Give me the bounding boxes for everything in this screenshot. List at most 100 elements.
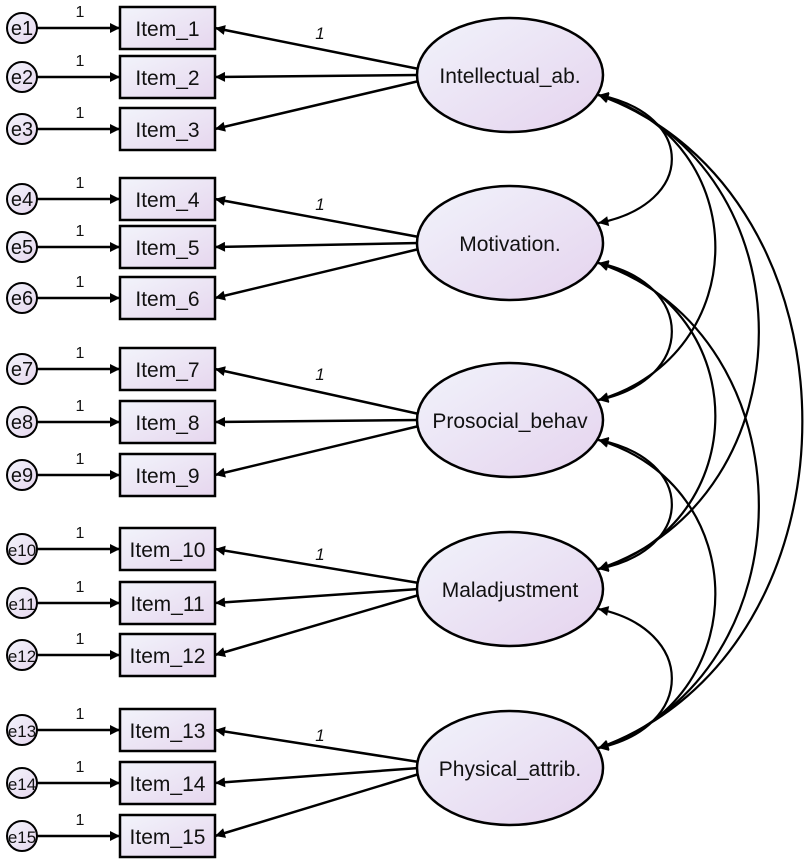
- covariance-arc: [598, 606, 673, 751]
- factor-loading-arrow: [214, 726, 420, 764]
- observed-variable-box: [118, 275, 217, 321]
- error-path-label: 1: [76, 525, 85, 542]
- error-term-label: e9: [11, 465, 33, 487]
- error-term-e11: [6, 587, 38, 619]
- error-path-label: 1: [76, 398, 85, 415]
- observed-variable-box: [118, 176, 217, 222]
- observed-variable-box: [118, 580, 217, 626]
- error-term-label: e8: [11, 412, 33, 434]
- fixed-loading-label: 1: [315, 545, 324, 564]
- covariance-arc: [598, 260, 673, 403]
- error-term-e8: [6, 406, 38, 438]
- error-path-label: 1: [76, 345, 85, 362]
- error-path-label: 1: [76, 274, 85, 291]
- observed-variable-box: [118, 760, 217, 806]
- error-path-label: 1: [76, 759, 85, 776]
- observed-variable-label: Item_1: [135, 18, 199, 41]
- error-term-e12: [6, 639, 38, 671]
- factor-loading-arrow: [214, 424, 420, 478]
- covariance-arc: [598, 93, 760, 571]
- error-term-label: e7: [11, 359, 33, 381]
- item-i11: e11 Item_11: [6, 580, 217, 626]
- observed-variable-label: Item_15: [130, 826, 206, 849]
- observed-variable-label: Item_10: [130, 539, 206, 562]
- error-term-label: e14: [8, 775, 36, 794]
- latent-factor-label: Physical_attrib.: [439, 758, 581, 781]
- factor-loading-arrow: [214, 766, 420, 788]
- observed-variable-label: Item_8: [135, 412, 199, 435]
- item-i5: e5 Item_5: [6, 224, 217, 270]
- observed-variable-box: [118, 346, 217, 392]
- latent-factor-f5: Physical_attrib.: [415, 709, 605, 827]
- item-i8: e8 Item_8: [6, 399, 217, 445]
- item-i4: e4 Item_4: [6, 176, 217, 222]
- error-term-e7: [6, 353, 38, 385]
- observed-variable-label: Item_4: [135, 189, 200, 212]
- error-path-label: 1: [76, 53, 85, 70]
- error-term-e5: [6, 231, 38, 263]
- error-path-label: 1: [76, 579, 85, 596]
- observed-variable-box: [118, 452, 217, 498]
- error-term-label: e15: [8, 828, 36, 847]
- error-term-e15: [6, 820, 38, 852]
- latent-factor-ellipse: [415, 16, 605, 134]
- observed-variable-box: [118, 5, 217, 51]
- factor-loading-arrow: [214, 366, 420, 416]
- error-term-e2: [6, 61, 38, 93]
- error-path-label: 1: [76, 175, 85, 192]
- observed-variable-box: [118, 399, 217, 445]
- latent-factor-f2: Motivation.: [415, 184, 605, 302]
- error-path-label: 1: [76, 4, 85, 21]
- item-i10: e10 Item_10: [6, 526, 217, 572]
- factor-loading-arrow: [214, 247, 420, 301]
- covariance-arc: [597, 93, 804, 750]
- error-term-label: e11: [8, 595, 35, 614]
- observed-variable-box: [118, 224, 217, 270]
- error-term-e10: [6, 533, 38, 565]
- fixed-loading-label: 1: [315, 24, 324, 43]
- covariance-arc: [598, 438, 717, 750]
- observed-variable-box: [118, 106, 217, 152]
- item-i15: e15 Item_15: [6, 813, 217, 859]
- observed-variable-label: Item_11: [130, 593, 204, 616]
- item-i6: e6 Item_6: [6, 275, 217, 321]
- factor-loading-arrow: [214, 545, 420, 585]
- latent-factor-ellipse: [415, 361, 605, 479]
- error-term-label: e5: [11, 237, 33, 259]
- error-term-label: e13: [8, 722, 36, 741]
- observed-variable-label: Item_13: [130, 720, 206, 743]
- error-path-label: 1: [76, 706, 85, 723]
- error-term-label: e6: [11, 288, 33, 310]
- latent-factor-f4: Maladjustment: [415, 530, 605, 648]
- fixed-loading-label: 1: [315, 365, 324, 384]
- error-term-e4: [6, 183, 38, 215]
- error-term-label: e4: [11, 189, 33, 211]
- observed-variable-label: Item_5: [135, 237, 199, 260]
- item-i13: e13 Item_13: [6, 707, 217, 753]
- error-path-label: 1: [76, 105, 85, 122]
- latent-factor-f1: Intellectual_ab.: [415, 16, 605, 134]
- error-term-label: e10: [8, 541, 36, 560]
- factor-loading-arrow: [214, 241, 420, 252]
- observed-variable-label: Item_6: [135, 288, 199, 311]
- observed-variable-box: [118, 526, 217, 572]
- observed-variable-label: Item_14: [130, 773, 206, 796]
- observed-variable-box: [118, 632, 217, 678]
- error-path-label: 1: [76, 812, 85, 829]
- factor-loading-arrow: [214, 772, 420, 838]
- covariance-arc: [598, 92, 717, 403]
- covariance-arc: [597, 261, 760, 750]
- observed-variable-label: Item_3: [135, 119, 199, 142]
- latent-factor-ellipse: [415, 530, 605, 648]
- fixed-loading-label: 1: [315, 195, 324, 214]
- observed-variable-box: [118, 707, 217, 753]
- error-term-e3: [6, 113, 38, 145]
- latent-factor-ellipse: [415, 184, 605, 302]
- latent-factor-label: Maladjustment: [442, 579, 579, 602]
- factor-loading-arrow: [214, 195, 420, 239]
